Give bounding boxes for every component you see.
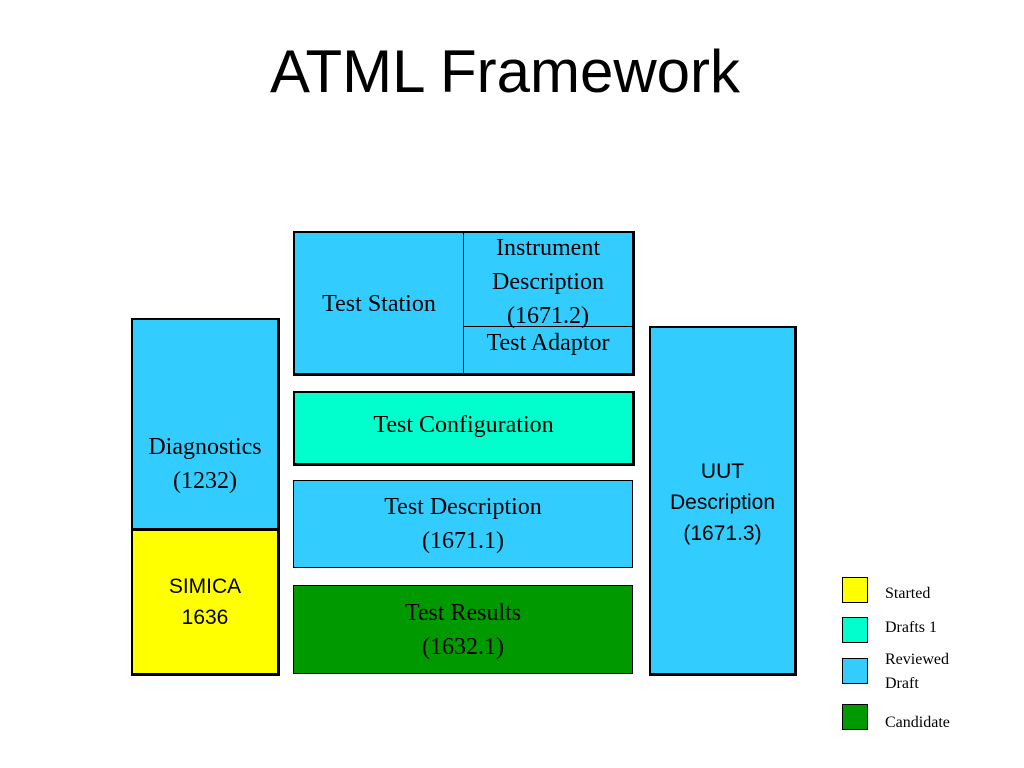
simica-line-2: 1636 [181, 606, 229, 629]
test-configuration-box: Test Configuration [293, 391, 635, 466]
instrument-description-line-3: (1671.2) [507, 303, 589, 329]
instrument-adaptor-divider [464, 326, 632, 327]
test-station-group [293, 231, 635, 376]
instrument-description-box: Instrument Description (1671.2) [464, 231, 632, 329]
test-results-box: Test Results (1632.1) [293, 585, 633, 674]
test-description-line-2: (1671.1) [422, 528, 504, 554]
simica-box: SIMICA 1636 [131, 529, 280, 676]
test-adaptor-box: Test Adaptor [486, 330, 610, 356]
slide-title: ATML Framework [269, 38, 741, 105]
test-description-box: Test Description (1671.1) [293, 480, 633, 568]
test-station-divider [463, 232, 464, 374]
legend-swatch-reviewed [842, 658, 868, 684]
uut-description-line-1: UUT [700, 460, 745, 483]
legend-swatch-candidate [842, 704, 868, 730]
legend-swatch-started [842, 577, 868, 603]
test-station-label: Test Station [322, 290, 436, 317]
instrument-description-line-1: Instrument [496, 235, 600, 261]
simica-line-1: SIMICA [168, 575, 242, 598]
instrument-description-line-2: Description [492, 269, 604, 295]
test-results-line-2: (1632.1) [422, 633, 504, 660]
legend-label-drafts: Drafts 1 [885, 619, 937, 636]
diagnostics-box: Diagnostics (1232) [131, 318, 280, 531]
diagnostics-line-1: Diagnostics [148, 434, 262, 460]
test-results-line-1: Test Results [404, 599, 522, 626]
legend-label-reviewed: Reviewed Draft [885, 651, 949, 692]
uut-description-box: UUT Description (1671.3) [649, 326, 797, 676]
uut-description-line-3: (1671.3) [683, 522, 762, 545]
diagnostics-line-2: (1232) [173, 468, 237, 494]
uut-description-line-2: Description [669, 491, 776, 514]
legend-swatch-drafts [842, 617, 868, 643]
legend-label-started: Started [885, 585, 931, 602]
legend-label-candidate: Candidate [885, 714, 950, 731]
test-description-line-1: Test Description [384, 494, 542, 520]
